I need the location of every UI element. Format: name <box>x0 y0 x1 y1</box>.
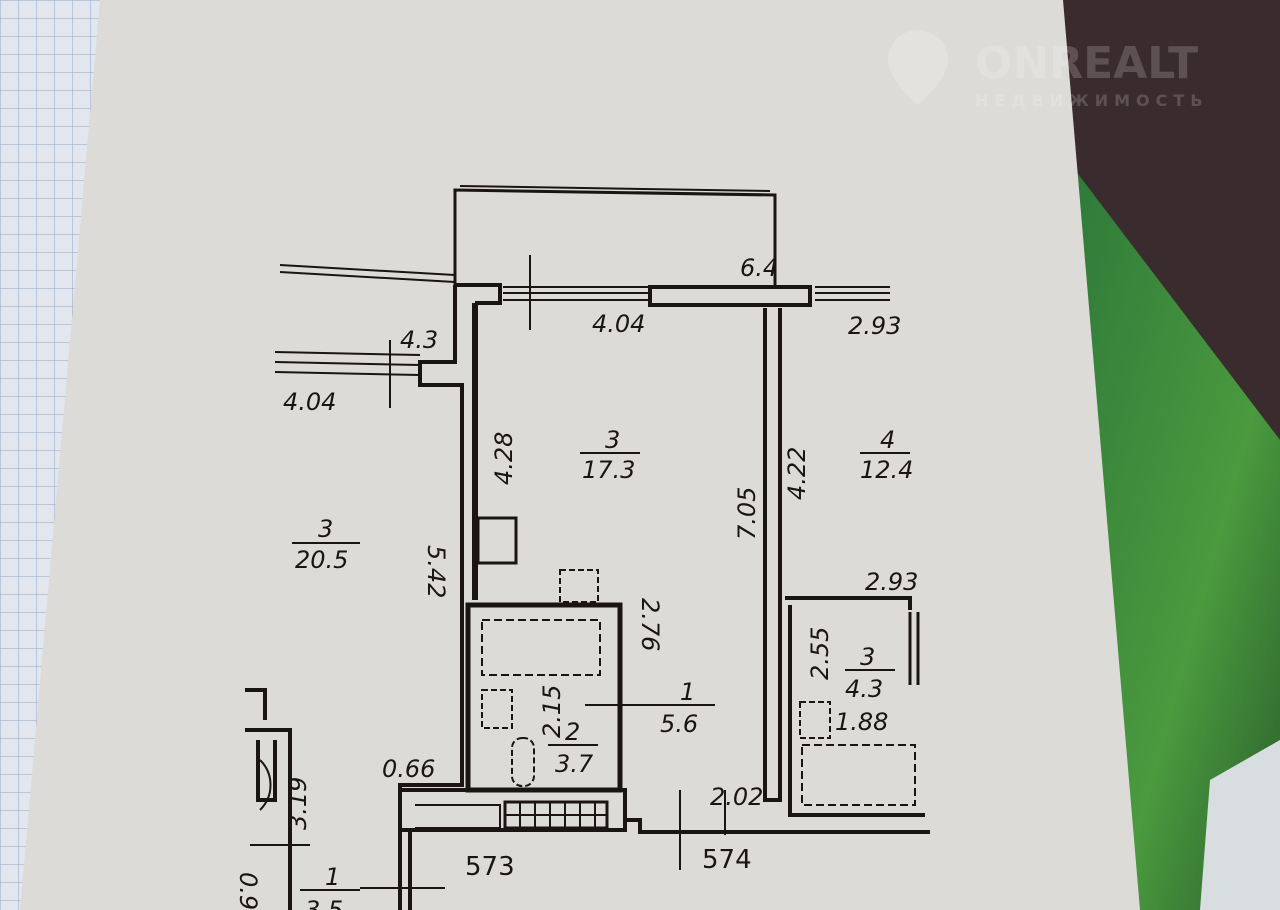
dim-corridor: 2.02 <box>710 783 763 811</box>
code-574: 574 <box>702 845 752 875</box>
room-labels: 317.3 320.5 412.4 15.6 23.7 34.3 13.5 <box>292 426 913 910</box>
svg-text:1: 1 <box>325 863 340 891</box>
plan-sheet <box>20 0 1140 910</box>
room-right-bath: 34.3 <box>845 643 895 703</box>
svg-text:3: 3 <box>605 426 620 454</box>
dim-right-top: 2.93 <box>848 312 901 340</box>
dim-room-right: 7.05 <box>733 487 761 540</box>
dim-left-bottom: 0.97 <box>234 872 262 910</box>
watermark-brand: ONREALT <box>975 38 1198 89</box>
svg-text:3.5: 3.5 <box>305 896 343 910</box>
svg-text:3: 3 <box>860 643 875 671</box>
dim-left-corridor: 3.19 <box>284 777 312 830</box>
svg-text:4: 4 <box>880 426 895 454</box>
code-573: 573 <box>465 852 515 882</box>
svg-text:3.7: 3.7 <box>555 750 594 778</box>
walls <box>245 185 930 910</box>
svg-text:2: 2 <box>565 718 580 746</box>
dim-left-width: 4.04 <box>283 388 336 416</box>
room-bath: 23.7 <box>548 718 598 778</box>
svg-text:1: 1 <box>680 678 695 706</box>
room-left: 320.5 <box>292 515 360 574</box>
dim-door-offset: 0.66 <box>382 755 435 783</box>
dim-right-bath-width: 1.88 <box>835 708 888 736</box>
dim-bath-right: 2.76 <box>636 598 664 651</box>
svg-text:12.4: 12.4 <box>860 456 913 484</box>
room-corridor: 15.6 <box>655 678 715 738</box>
watermark-subtitle: НЕДВИЖИМОСТЬ <box>975 91 1209 110</box>
dim-top-left: 4.3 <box>400 326 438 354</box>
paper-corner <box>1200 740 1280 910</box>
room-left-corridor: 13.5 <box>300 863 360 910</box>
dim-bath: 2.15 <box>538 685 566 738</box>
dim-balcony: 6.4 <box>740 254 778 282</box>
room-main: 317.3 <box>580 426 640 484</box>
location-pin-icon <box>888 30 948 105</box>
green-folder <box>1075 170 1280 910</box>
dimension-labels: 6.4 4.3 4.04 4.04 2.93 4.28 7.05 5.42 4.… <box>234 254 918 910</box>
svg-text:4.3: 4.3 <box>845 675 883 703</box>
svg-text:17.3: 17.3 <box>582 456 635 484</box>
svg-text:5.6: 5.6 <box>660 710 698 738</box>
dim-room-left: 4.28 <box>490 432 518 485</box>
dim-left-room: 5.42 <box>422 545 450 598</box>
dim-room-top: 4.04 <box>592 310 645 338</box>
svg-text:3: 3 <box>318 515 333 543</box>
dim-right-bath: 2.55 <box>806 627 834 680</box>
dim-right-room: 4.22 <box>783 447 811 500</box>
room-right: 412.4 <box>860 426 913 484</box>
watermark: ONREALT НЕДВИЖИМОСТЬ <box>888 30 1209 110</box>
svg-text:20.5: 20.5 <box>295 546 348 574</box>
dim-right-bath-top: 2.93 <box>865 568 918 596</box>
